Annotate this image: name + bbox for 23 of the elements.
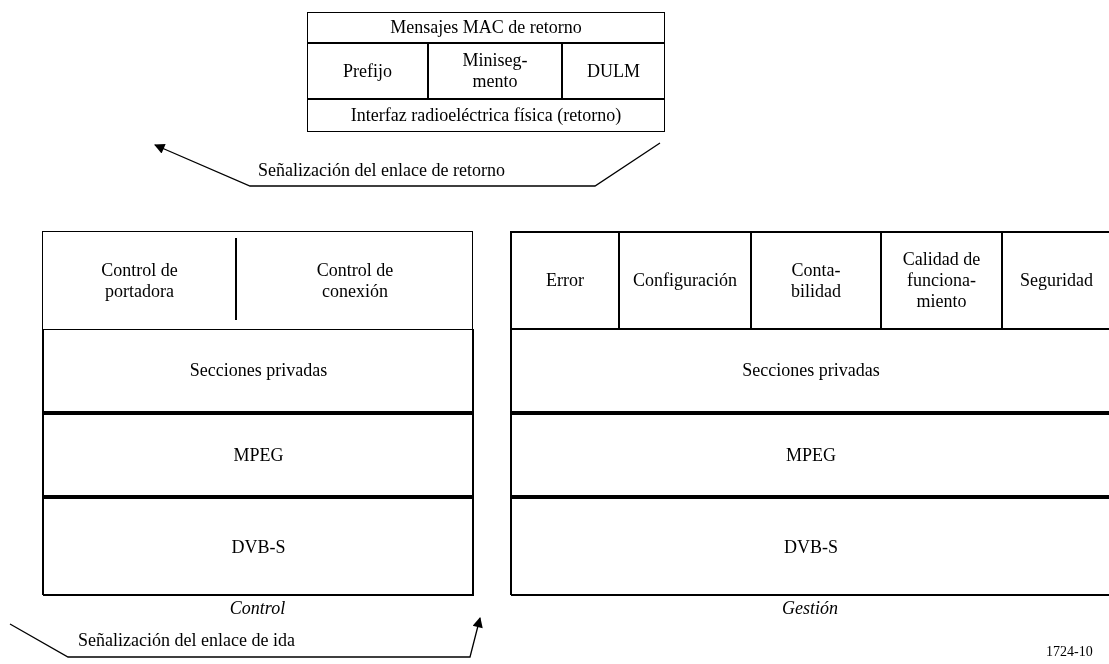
protocol-layer-cell: DVB-S: [511, 496, 1109, 596]
protocol-layer-cell: DVB-S: [43, 496, 474, 596]
protocol-layer-cell: Prefijo: [307, 43, 428, 99]
protocol-layer-cell: DULM: [562, 43, 665, 99]
arrow-label: Señalización del enlace de retorno: [258, 160, 505, 181]
protocol-layer-cell: MPEG: [43, 412, 474, 496]
protocol-layer-cell: Control de conexión: [236, 232, 474, 329]
protocol-layer-cell: Interfaz radioeléctrica física (retorno): [307, 99, 665, 132]
protocol-layer-cell: Calidad de funciona-miento: [881, 232, 1002, 329]
protocol-layer-cell: Error: [511, 232, 619, 329]
protocol-layer-cell: Configuración: [619, 232, 751, 329]
arrow-label: Señalización del enlace de ida: [78, 630, 295, 651]
protocol-layer-cell: MPEG: [511, 412, 1109, 496]
protocol-layer-cell: Control de portadora: [43, 232, 236, 329]
protocol-layer-cell: Secciones privadas: [43, 329, 474, 412]
protocol-layer-cell: Secciones privadas: [511, 329, 1109, 412]
stack-caption: Gestión: [781, 598, 839, 619]
protocol-layer-cell: Seguridad: [1002, 232, 1109, 329]
protocol-layer-cell: Conta-bilidad: [751, 232, 881, 329]
protocol-layer-cell: Miniseg-mento: [428, 43, 562, 99]
protocol-layer-cell: Mensajes MAC de retorno: [307, 12, 665, 43]
figure-number: 1724-10: [1046, 644, 1093, 660]
stack-caption: Control: [228, 598, 287, 619]
